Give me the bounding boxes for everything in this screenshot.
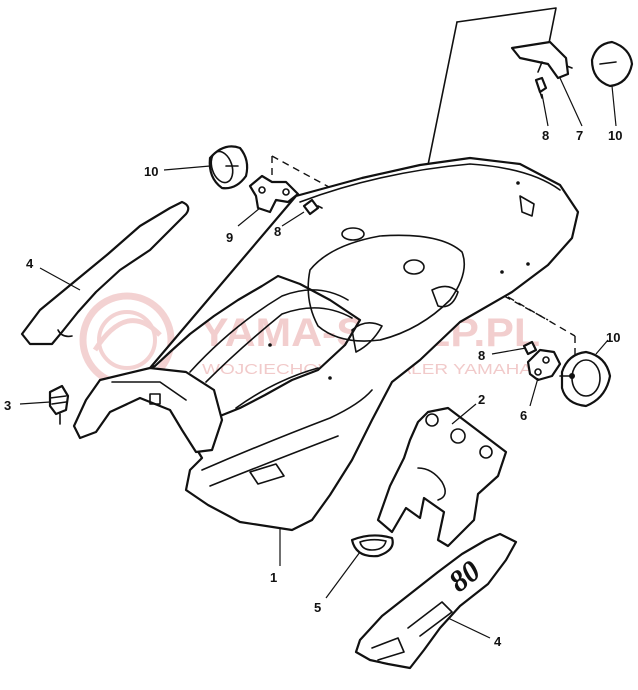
callout-2: 2 xyxy=(478,392,485,407)
callout-8-left: 8 xyxy=(274,224,281,239)
callout-10-top: 10 xyxy=(608,128,622,143)
part-10-reflector-left xyxy=(208,145,249,190)
callout-6: 6 xyxy=(520,408,527,423)
part-5-grommet xyxy=(350,534,394,558)
callout-3: 3 xyxy=(4,398,11,413)
part-10-reflector-right xyxy=(559,350,612,408)
part-4-side-decal-right: 80 xyxy=(354,532,518,670)
callout-1: 1 xyxy=(270,570,277,585)
part-10-reflector-top xyxy=(590,40,634,88)
callout-4-right: 4 xyxy=(494,634,502,649)
leader-lines xyxy=(19,77,617,639)
callouts: 1 2 3 4 4 5 6 7 8 8 8 9 10 10 10 xyxy=(4,128,622,649)
part-8-screw-right xyxy=(522,340,538,356)
part-4-side-decal-left xyxy=(20,200,190,346)
part-8-screw-top xyxy=(534,76,548,99)
rear-cutaway-frame xyxy=(427,7,573,171)
callout-7: 7 xyxy=(576,128,583,143)
part-1-rear-cowl xyxy=(148,156,580,532)
callout-5: 5 xyxy=(314,600,321,615)
part-2-inner-plate xyxy=(376,406,508,548)
part-3-bolt xyxy=(48,384,70,425)
part-8-screw-left xyxy=(302,198,323,216)
callout-10-left: 10 xyxy=(144,164,158,179)
callout-9: 9 xyxy=(226,230,233,245)
part-7-bracket xyxy=(510,40,570,80)
callout-8-top: 8 xyxy=(542,128,549,143)
callout-10-right: 10 xyxy=(606,330,620,345)
callout-4-left: 4 xyxy=(26,256,34,271)
callout-8-right: 8 xyxy=(478,348,485,363)
part-9-bracket xyxy=(248,174,300,214)
left-bracket xyxy=(72,366,224,454)
part-6-bracket xyxy=(526,348,562,382)
